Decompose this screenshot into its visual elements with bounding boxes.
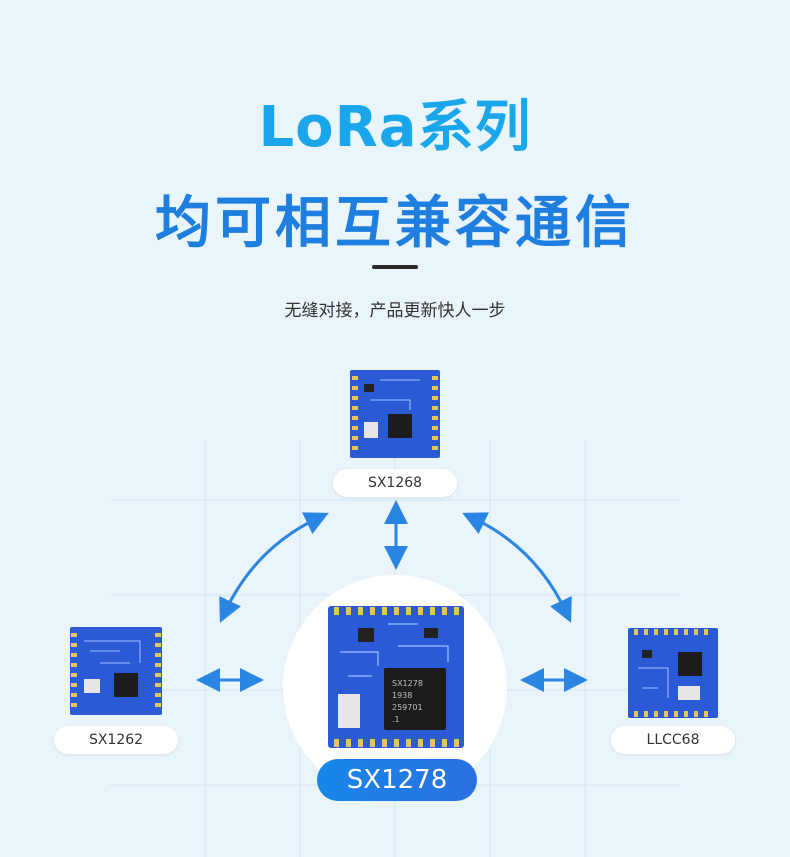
sx1268-module-image xyxy=(350,370,440,458)
arrow-right-top xyxy=(462,512,572,623)
llcc68-module-image xyxy=(628,628,718,718)
sx1268-label: SX1268 xyxy=(333,469,457,497)
tagline: 无缝对接，产品更新快人一步 xyxy=(284,301,506,321)
chip-marking-line3: 259701 xyxy=(392,703,423,712)
chip-marking-line4: .1 xyxy=(392,715,400,724)
sx1278-label: SX1278 xyxy=(317,759,477,801)
title-divider xyxy=(372,265,418,269)
page-title: LoRa系列 xyxy=(258,95,532,160)
page-subtitle-heading: 均可相互兼容通信 xyxy=(155,191,635,256)
arrow-left-top xyxy=(219,512,329,623)
chip-marking-line2: 1938 xyxy=(392,691,412,700)
sx1262-module-image xyxy=(70,627,162,715)
chip-marking-line1: SX1278 xyxy=(392,679,423,688)
sx1278-module-image: SX1278 1938 259701 .1 xyxy=(328,606,464,748)
llcc68-label: LLCC68 xyxy=(611,726,735,754)
sx1262-label: SX1262 xyxy=(54,726,178,754)
